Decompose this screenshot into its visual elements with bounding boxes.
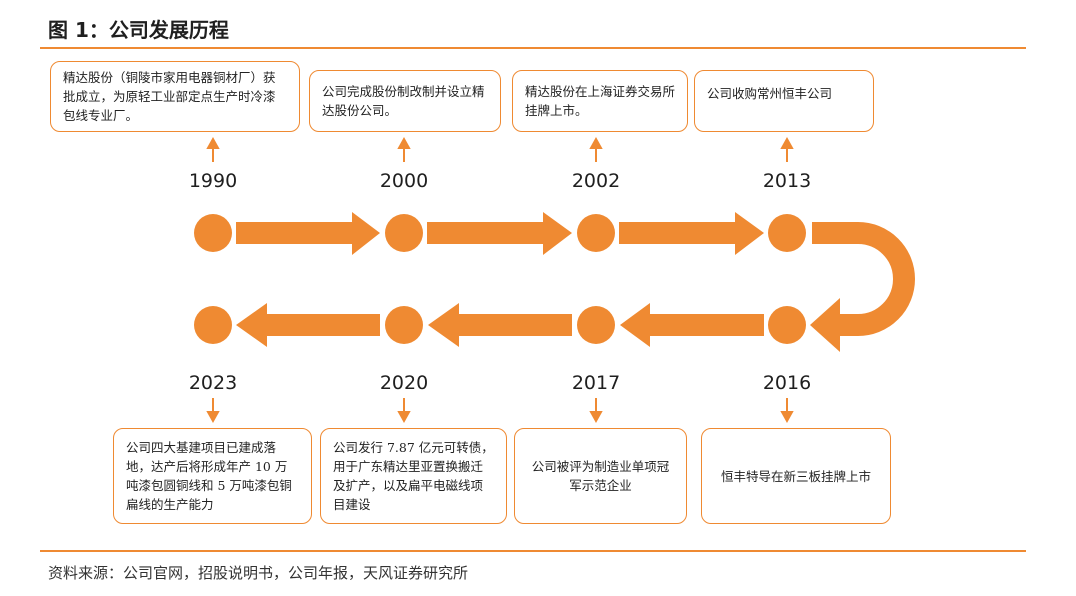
- year-label-2020: 2020: [379, 372, 429, 394]
- year-label-2017: 2017: [571, 372, 621, 394]
- event-box-2000: 公司完成股份制改制并设立精达股份公司。: [309, 70, 501, 132]
- milestone-dot-2000: [385, 214, 423, 252]
- arrow-left-3: [236, 303, 380, 347]
- connector-head-2023: [206, 411, 220, 424]
- milestone-dot-2023: [194, 306, 232, 344]
- connector-head-2016: [780, 411, 794, 424]
- year-label-2023: 2023: [188, 372, 238, 394]
- event-text-2020: 公司发行 7.87 亿元可转债，用于广东精达里亚置换搬迁及扩产，以及扁平电磁线项…: [333, 440, 494, 512]
- year-label-2000: 2000: [379, 170, 429, 192]
- connector-head-1990: [206, 136, 220, 149]
- event-text-1990: 精达股份（铜陵市家用电器铜材厂）获批成立，为原轻工业部定点生产时冷漆包线专业厂。: [63, 70, 276, 123]
- connector-head-2002: [589, 136, 603, 149]
- event-text-2002: 精达股份在上海证券交易所挂牌上市。: [525, 84, 676, 118]
- event-box-2023: 公司四大基建项目已建成落地，达产后将形成年产 10 万吨漆包圆铜线和 5 万吨漆…: [113, 428, 312, 524]
- connector-head-2000: [397, 136, 411, 149]
- milestone-dot-1990: [194, 214, 232, 252]
- arrow-right-3: [619, 212, 764, 255]
- event-text-2016: 恒丰特导在新三板挂牌上市: [720, 468, 871, 484]
- event-text-2017: 公司被评为制造业单项冠军示范企业: [531, 459, 670, 493]
- year-label-1990: 1990: [188, 170, 238, 192]
- event-text-2013: 公司收购常州恒丰公司: [707, 86, 833, 101]
- milestone-dot-2017: [577, 306, 615, 344]
- milestone-dot-2020: [385, 306, 423, 344]
- connector-head-2013: [780, 136, 794, 149]
- source-note: 资料来源：公司官网，招股说明书，公司年报，天风证券研究所: [48, 564, 469, 582]
- connector-head-2020: [397, 411, 411, 424]
- event-text-2023: 公司四大基建项目已建成落地，达产后将形成年产 10 万吨漆包圆铜线和 5 万吨漆…: [126, 440, 292, 512]
- event-box-2017: 公司被评为制造业单项冠军示范企业: [514, 428, 687, 524]
- u-turn-arrowhead: [810, 298, 840, 352]
- arrow-right-1: [236, 212, 380, 255]
- event-box-2002: 精达股份在上海证券交易所挂牌上市。: [512, 70, 688, 132]
- event-box-2020: 公司发行 7.87 亿元可转债，用于广东精达里亚置换搬迁及扩产，以及扁平电磁线项…: [320, 428, 507, 524]
- milestone-dot-2002: [577, 214, 615, 252]
- arrow-left-1: [620, 303, 764, 347]
- arrow-right-2: [427, 212, 572, 255]
- event-box-2016: 恒丰特导在新三板挂牌上市: [701, 428, 891, 524]
- event-box-1990: 精达股份（铜陵市家用电器铜材厂）获批成立，为原轻工业部定点生产时冷漆包线专业厂。: [50, 61, 300, 132]
- milestone-dot-2016: [768, 306, 806, 344]
- year-label-2016: 2016: [762, 372, 812, 394]
- connector-head-2017: [589, 411, 603, 424]
- event-box-2013: 公司收购常州恒丰公司: [694, 70, 874, 132]
- u-turn-arrow: [812, 222, 916, 336]
- milestone-dot-2013: [768, 214, 806, 252]
- year-label-2002: 2002: [571, 170, 621, 192]
- year-label-2013: 2013: [762, 170, 812, 192]
- bottom-divider: [40, 550, 1026, 552]
- top-divider: [40, 47, 1026, 49]
- arrow-left-2: [428, 303, 572, 347]
- event-text-2000: 公司完成股份制改制并设立精达股份公司。: [322, 84, 485, 118]
- figure-title: 图 1：公司发展历程: [48, 18, 229, 42]
